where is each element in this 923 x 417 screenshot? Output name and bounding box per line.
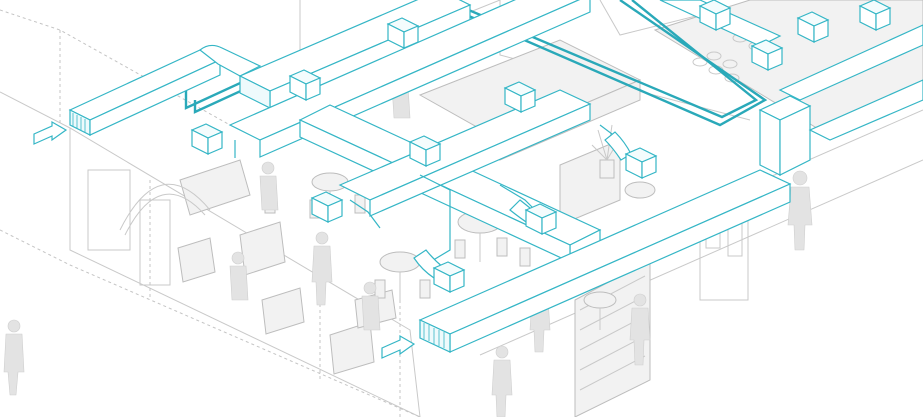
hvac-unit-icon — [408, 135, 442, 167]
front-right-wall-inner — [479, 159, 923, 356]
armchair-1 — [239, 221, 286, 276]
arched-planter — [119, 183, 211, 236]
facade-window-2 — [139, 199, 171, 286]
person-silhouette-icon — [361, 281, 381, 331]
duct-branch-drop-5 — [349, 199, 381, 229]
hvac-unit-icon — [524, 203, 558, 235]
hvac-unit-icon — [288, 69, 322, 101]
supply-loop-right-inner — [444, 0, 759, 119]
main-duct-front — [418, 169, 792, 353]
duct-riser-right — [758, 95, 812, 176]
hvac-unit-icon — [624, 147, 658, 179]
armchair-2 — [177, 237, 216, 283]
hvac-unit-icon — [386, 17, 420, 49]
left-facade-base — [69, 128, 421, 417]
person-silhouette-icon — [229, 251, 249, 301]
hvac-unit-icon — [310, 191, 344, 223]
round-table-5 — [624, 181, 656, 199]
air-intake-arrow-icon — [33, 120, 68, 145]
flex-duct-3 — [604, 131, 632, 161]
person-silhouette-icon — [629, 293, 651, 366]
front-left-wall-edge — [0, 91, 421, 417]
facade-window-1 — [87, 169, 131, 251]
duct-branch-mid — [338, 89, 592, 217]
hvac-unit-icon — [750, 39, 784, 71]
duct-branch-drop-1 — [419, 174, 451, 263]
armchair-3 — [261, 287, 305, 335]
hvac-unit-icon — [432, 261, 466, 293]
hvac-ductwork — [33, 0, 923, 359]
hvac-unit-icon — [858, 0, 892, 31]
left-ground-dashed — [0, 229, 421, 417]
hvac-unit-icon — [796, 11, 830, 43]
person-silhouette-icon — [259, 161, 279, 211]
round-table-4 — [583, 291, 617, 330]
round-table-2 — [379, 251, 421, 300]
banquette — [179, 159, 251, 216]
person-silhouette-icon — [3, 319, 25, 396]
hvac-unit-icon — [190, 123, 224, 155]
armchair-4 — [329, 321, 375, 375]
person-silhouette-icon — [311, 231, 333, 306]
hvac-unit-icon — [503, 81, 537, 113]
air-intake-arrow-icon — [381, 334, 416, 359]
main-duct-left — [68, 49, 222, 136]
hvac-unit-icon — [698, 0, 732, 31]
person-silhouette-icon — [491, 345, 513, 417]
person-silhouette-icon — [787, 170, 813, 251]
